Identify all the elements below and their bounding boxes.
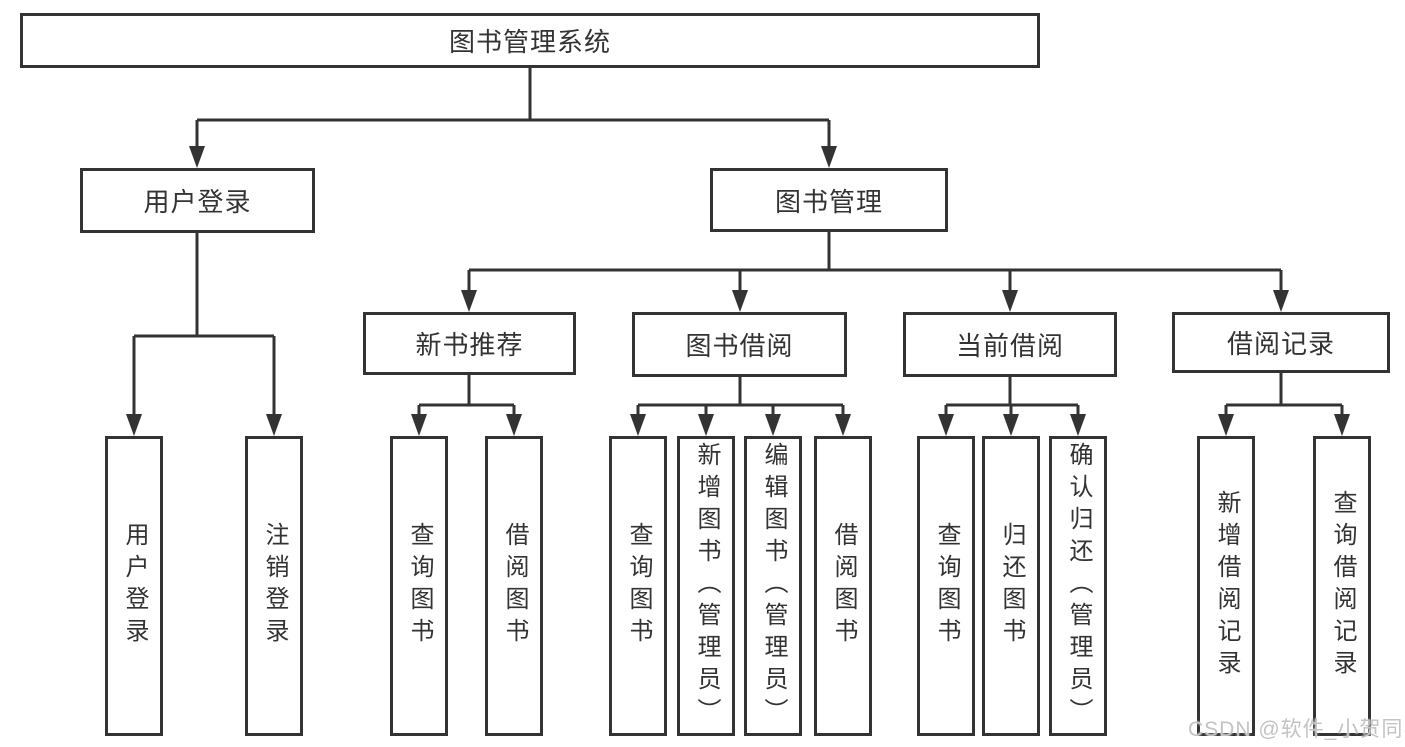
node-label: 图书管理 bbox=[774, 186, 883, 217]
node-label: 图书管理系统 bbox=[448, 27, 611, 57]
node-label: 查询借阅记录 bbox=[1329, 490, 1356, 682]
arrowhead bbox=[732, 290, 748, 312]
leaf-borrow-books-recommend: 借阅图书 bbox=[485, 436, 543, 736]
arrowhead bbox=[765, 414, 781, 436]
leaf-logout-login: 注销登录 bbox=[245, 436, 303, 736]
arrowhead bbox=[938, 414, 954, 436]
leaf-add-borrow-record: 新增借阅记录 bbox=[1197, 436, 1255, 736]
node-label: 确认归还（管理员） bbox=[1065, 442, 1092, 730]
node-label: 用户登录 bbox=[143, 187, 252, 217]
node-new-book-recommend: 新书推荐 bbox=[363, 312, 576, 375]
leaf-query-books-borrow: 查询图书 bbox=[609, 436, 667, 736]
arrowhead bbox=[189, 146, 205, 168]
node-current-borrow: 当前借阅 bbox=[903, 312, 1117, 377]
node-book-borrow: 图书借阅 bbox=[632, 312, 847, 377]
node-label: 图书借阅 bbox=[685, 331, 794, 361]
leaf-return-books: 归还图书 bbox=[982, 436, 1040, 736]
node-label: 注销登录 bbox=[261, 522, 288, 650]
leaf-edit-books-admin: 编辑图书（管理员） bbox=[744, 436, 802, 736]
node-label: 借阅记录 bbox=[1226, 329, 1335, 359]
arrowhead bbox=[506, 414, 522, 436]
leaf-query-books-recommend: 查询图书 bbox=[390, 436, 448, 736]
arrowhead bbox=[1002, 290, 1018, 312]
node-borrow-records: 借阅记录 bbox=[1172, 312, 1390, 373]
node-label: 借阅图书 bbox=[830, 522, 857, 650]
arrowhead bbox=[698, 414, 714, 436]
leaf-confirm-return-admin: 确认归还（管理员） bbox=[1049, 436, 1107, 736]
csdn-watermark: CSDN @软件_小贺同学 bbox=[1188, 718, 1405, 741]
arrowhead bbox=[266, 414, 282, 436]
tree-edges bbox=[132, 68, 1344, 416]
node-label: 归还图书 bbox=[998, 522, 1025, 650]
leaf-borrow-books: 借阅图书 bbox=[814, 436, 872, 736]
node-label: 新增借阅记录 bbox=[1213, 490, 1240, 682]
arrowhead bbox=[126, 414, 142, 436]
node-root: 图书管理系统 bbox=[20, 13, 1040, 68]
arrowhead bbox=[461, 290, 477, 312]
leaf-add-books-admin: 新增图书（管理员） bbox=[677, 436, 735, 736]
node-label: 查询图书 bbox=[933, 522, 960, 650]
arrowhead bbox=[821, 146, 837, 168]
arrowhead bbox=[1334, 414, 1350, 436]
leaf-user-login: 用户登录 bbox=[105, 436, 163, 736]
arrowhead bbox=[1003, 414, 1019, 436]
node-label: 新增图书（管理员） bbox=[693, 442, 720, 730]
node-label: 借阅图书 bbox=[501, 522, 528, 650]
node-label: 新书推荐 bbox=[415, 330, 524, 360]
arrowhead bbox=[1070, 414, 1086, 436]
leaf-query-books-current: 查询图书 bbox=[917, 436, 975, 736]
arrowhead bbox=[835, 414, 851, 436]
arrowhead bbox=[630, 414, 646, 436]
arrowhead bbox=[1273, 290, 1289, 312]
node-label: 编辑图书（管理员） bbox=[760, 442, 787, 730]
node-book-management: 图书管理 bbox=[710, 168, 948, 232]
node-label: 查询图书 bbox=[625, 522, 652, 650]
arrowhead bbox=[1218, 414, 1234, 436]
node-label: 用户登录 bbox=[121, 522, 148, 650]
node-user-login: 用户登录 bbox=[80, 168, 315, 233]
leaf-query-borrow-record: 查询借阅记录 bbox=[1313, 436, 1371, 736]
arrowhead bbox=[411, 414, 427, 436]
node-label: 查询图书 bbox=[406, 522, 433, 650]
node-label: 当前借阅 bbox=[955, 331, 1064, 361]
